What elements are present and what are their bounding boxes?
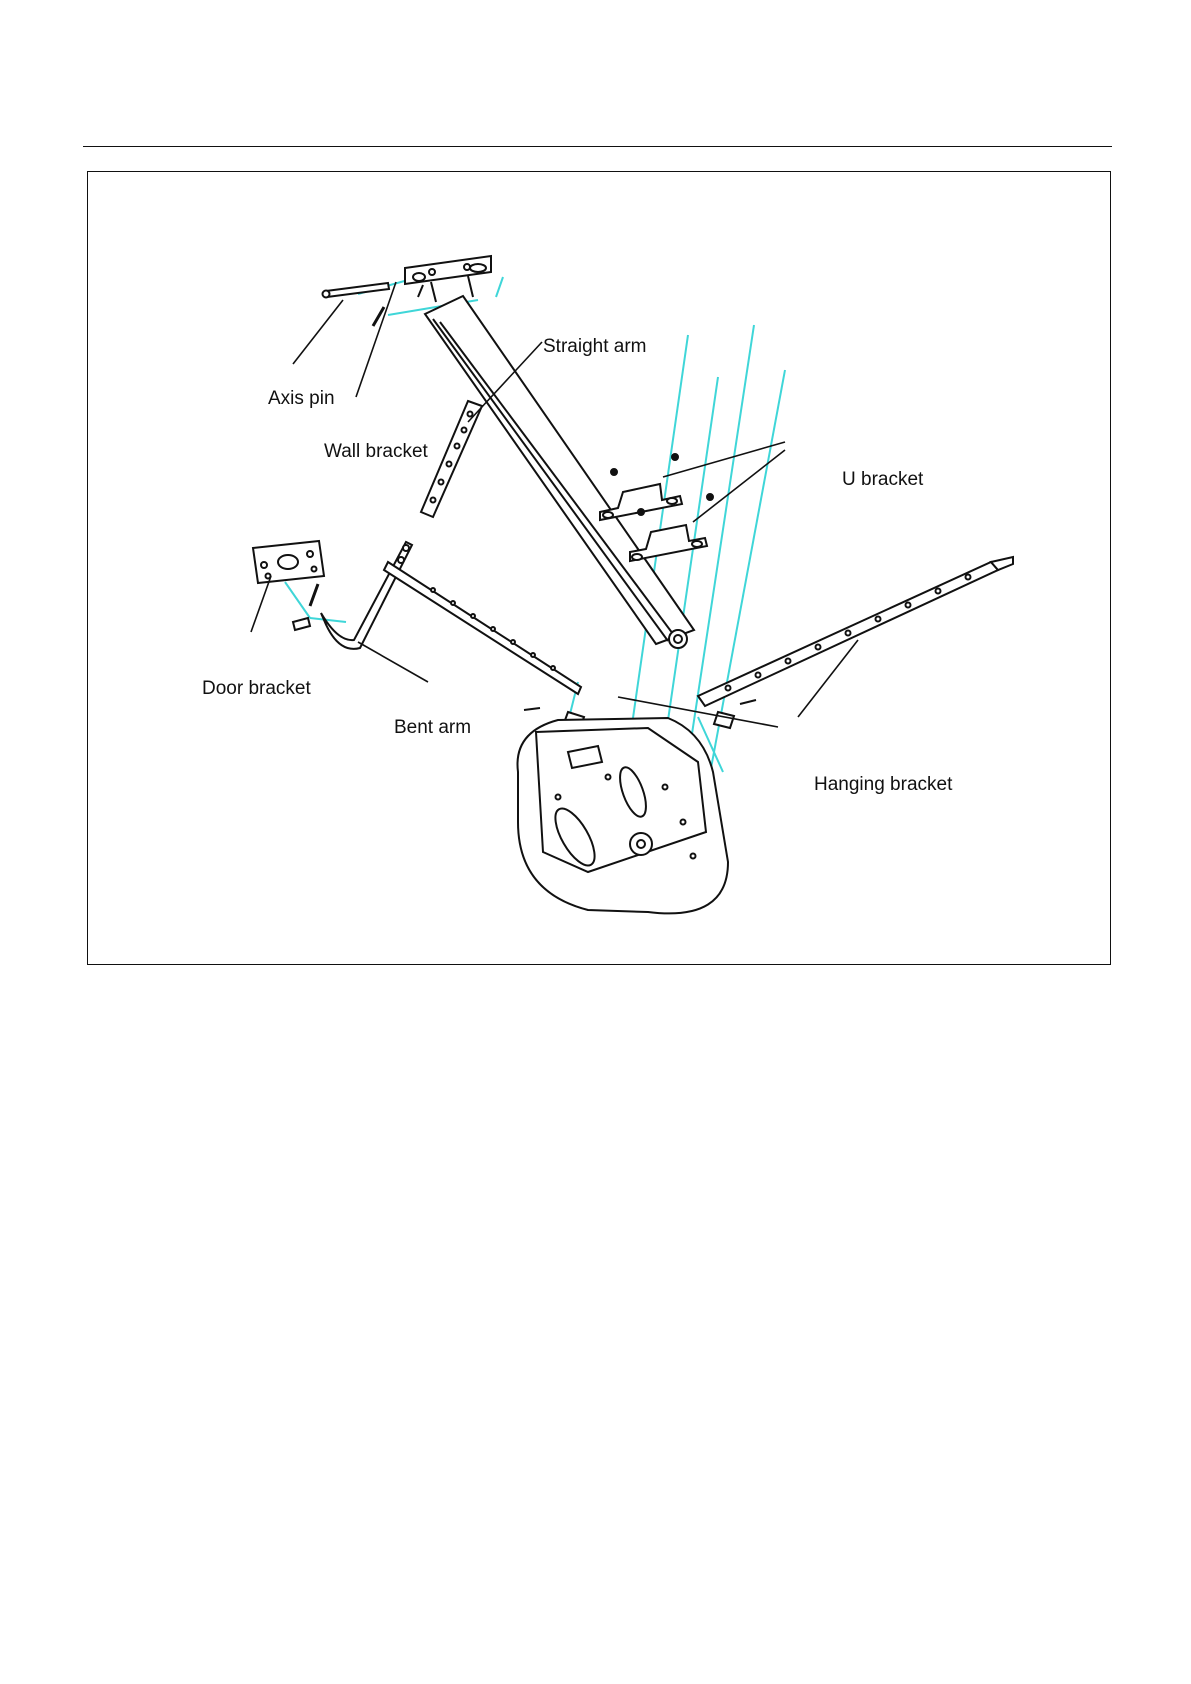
leader-straight-arm (468, 342, 542, 422)
label-door-bracket: Door bracket (202, 679, 311, 698)
leader-door-bracket (251, 576, 271, 632)
label-wall-bracket: Wall bracket (324, 442, 428, 461)
leader-lines (88, 172, 1112, 966)
label-straight-arm: Straight arm (543, 337, 646, 356)
leader-u-bracket-top (663, 442, 785, 477)
leader-bent-arm (358, 642, 428, 682)
label-bent-arm: Bent arm (394, 718, 471, 737)
leader-u-bracket-bottom (693, 450, 785, 522)
label-u-bracket: U bracket (842, 470, 923, 489)
leader-wall-bracket (356, 282, 396, 397)
leader-hanging-bracket-left (618, 697, 778, 727)
assembly-diagram-frame: Axis pin Wall bracket Straight arm U bra… (87, 171, 1111, 965)
label-hanging-bracket: Hanging bracket (814, 775, 952, 794)
header-rule (83, 146, 1112, 147)
label-axis-pin: Axis pin (268, 389, 335, 408)
leader-hanging-bracket-right (798, 640, 858, 717)
leader-axis-pin (293, 300, 343, 364)
